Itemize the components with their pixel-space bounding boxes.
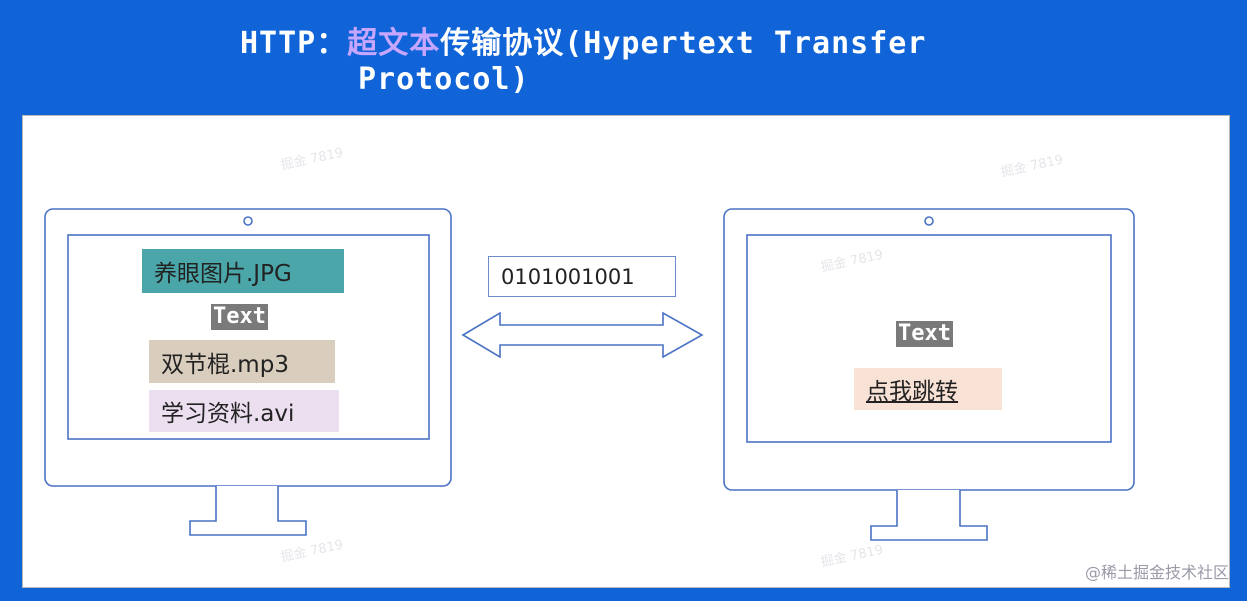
file-item-mp3: 双节棍.mp3 [149, 340, 335, 383]
right-monitor-camera [924, 216, 934, 226]
file-item-jpg: 养眼图片.JPG [142, 249, 344, 293]
left-monitor-stand [189, 486, 307, 536]
title: HTTP：超文本传输协议(Hypertext Transfer Protocol… [0, 0, 1247, 112]
right-monitor-stand [870, 490, 988, 541]
title-highlight: 超文本 [347, 26, 441, 61]
right-monitor-frame [723, 208, 1135, 491]
left-monitor-camera [243, 216, 253, 226]
right-text-badge: Text [896, 321, 953, 347]
jump-link-label[interactable]: 点我跳转 [866, 379, 958, 405]
binary-data-box: 0101001001 [488, 256, 676, 297]
footer-credit: @稀土掘金技术社区 [1084, 563, 1229, 582]
right-monitor [723, 208, 1135, 541]
left-monitor-screen [67, 234, 430, 440]
title-line-1: HTTP：超文本传输协议(Hypertext Transfer [240, 18, 926, 62]
file-item-avi: 学习资料.avi [149, 390, 339, 432]
jump-link[interactable]: 点我跳转 [854, 368, 1002, 410]
right-monitor-screen [746, 234, 1112, 443]
double-arrow [461, 311, 704, 359]
title-prefix: HTTP： [240, 26, 348, 61]
title-line-2: Protocol) [358, 62, 530, 97]
title-rest: 传输协议(Hypertext Transfer [440, 26, 927, 61]
left-text-badge: Text [211, 304, 268, 330]
